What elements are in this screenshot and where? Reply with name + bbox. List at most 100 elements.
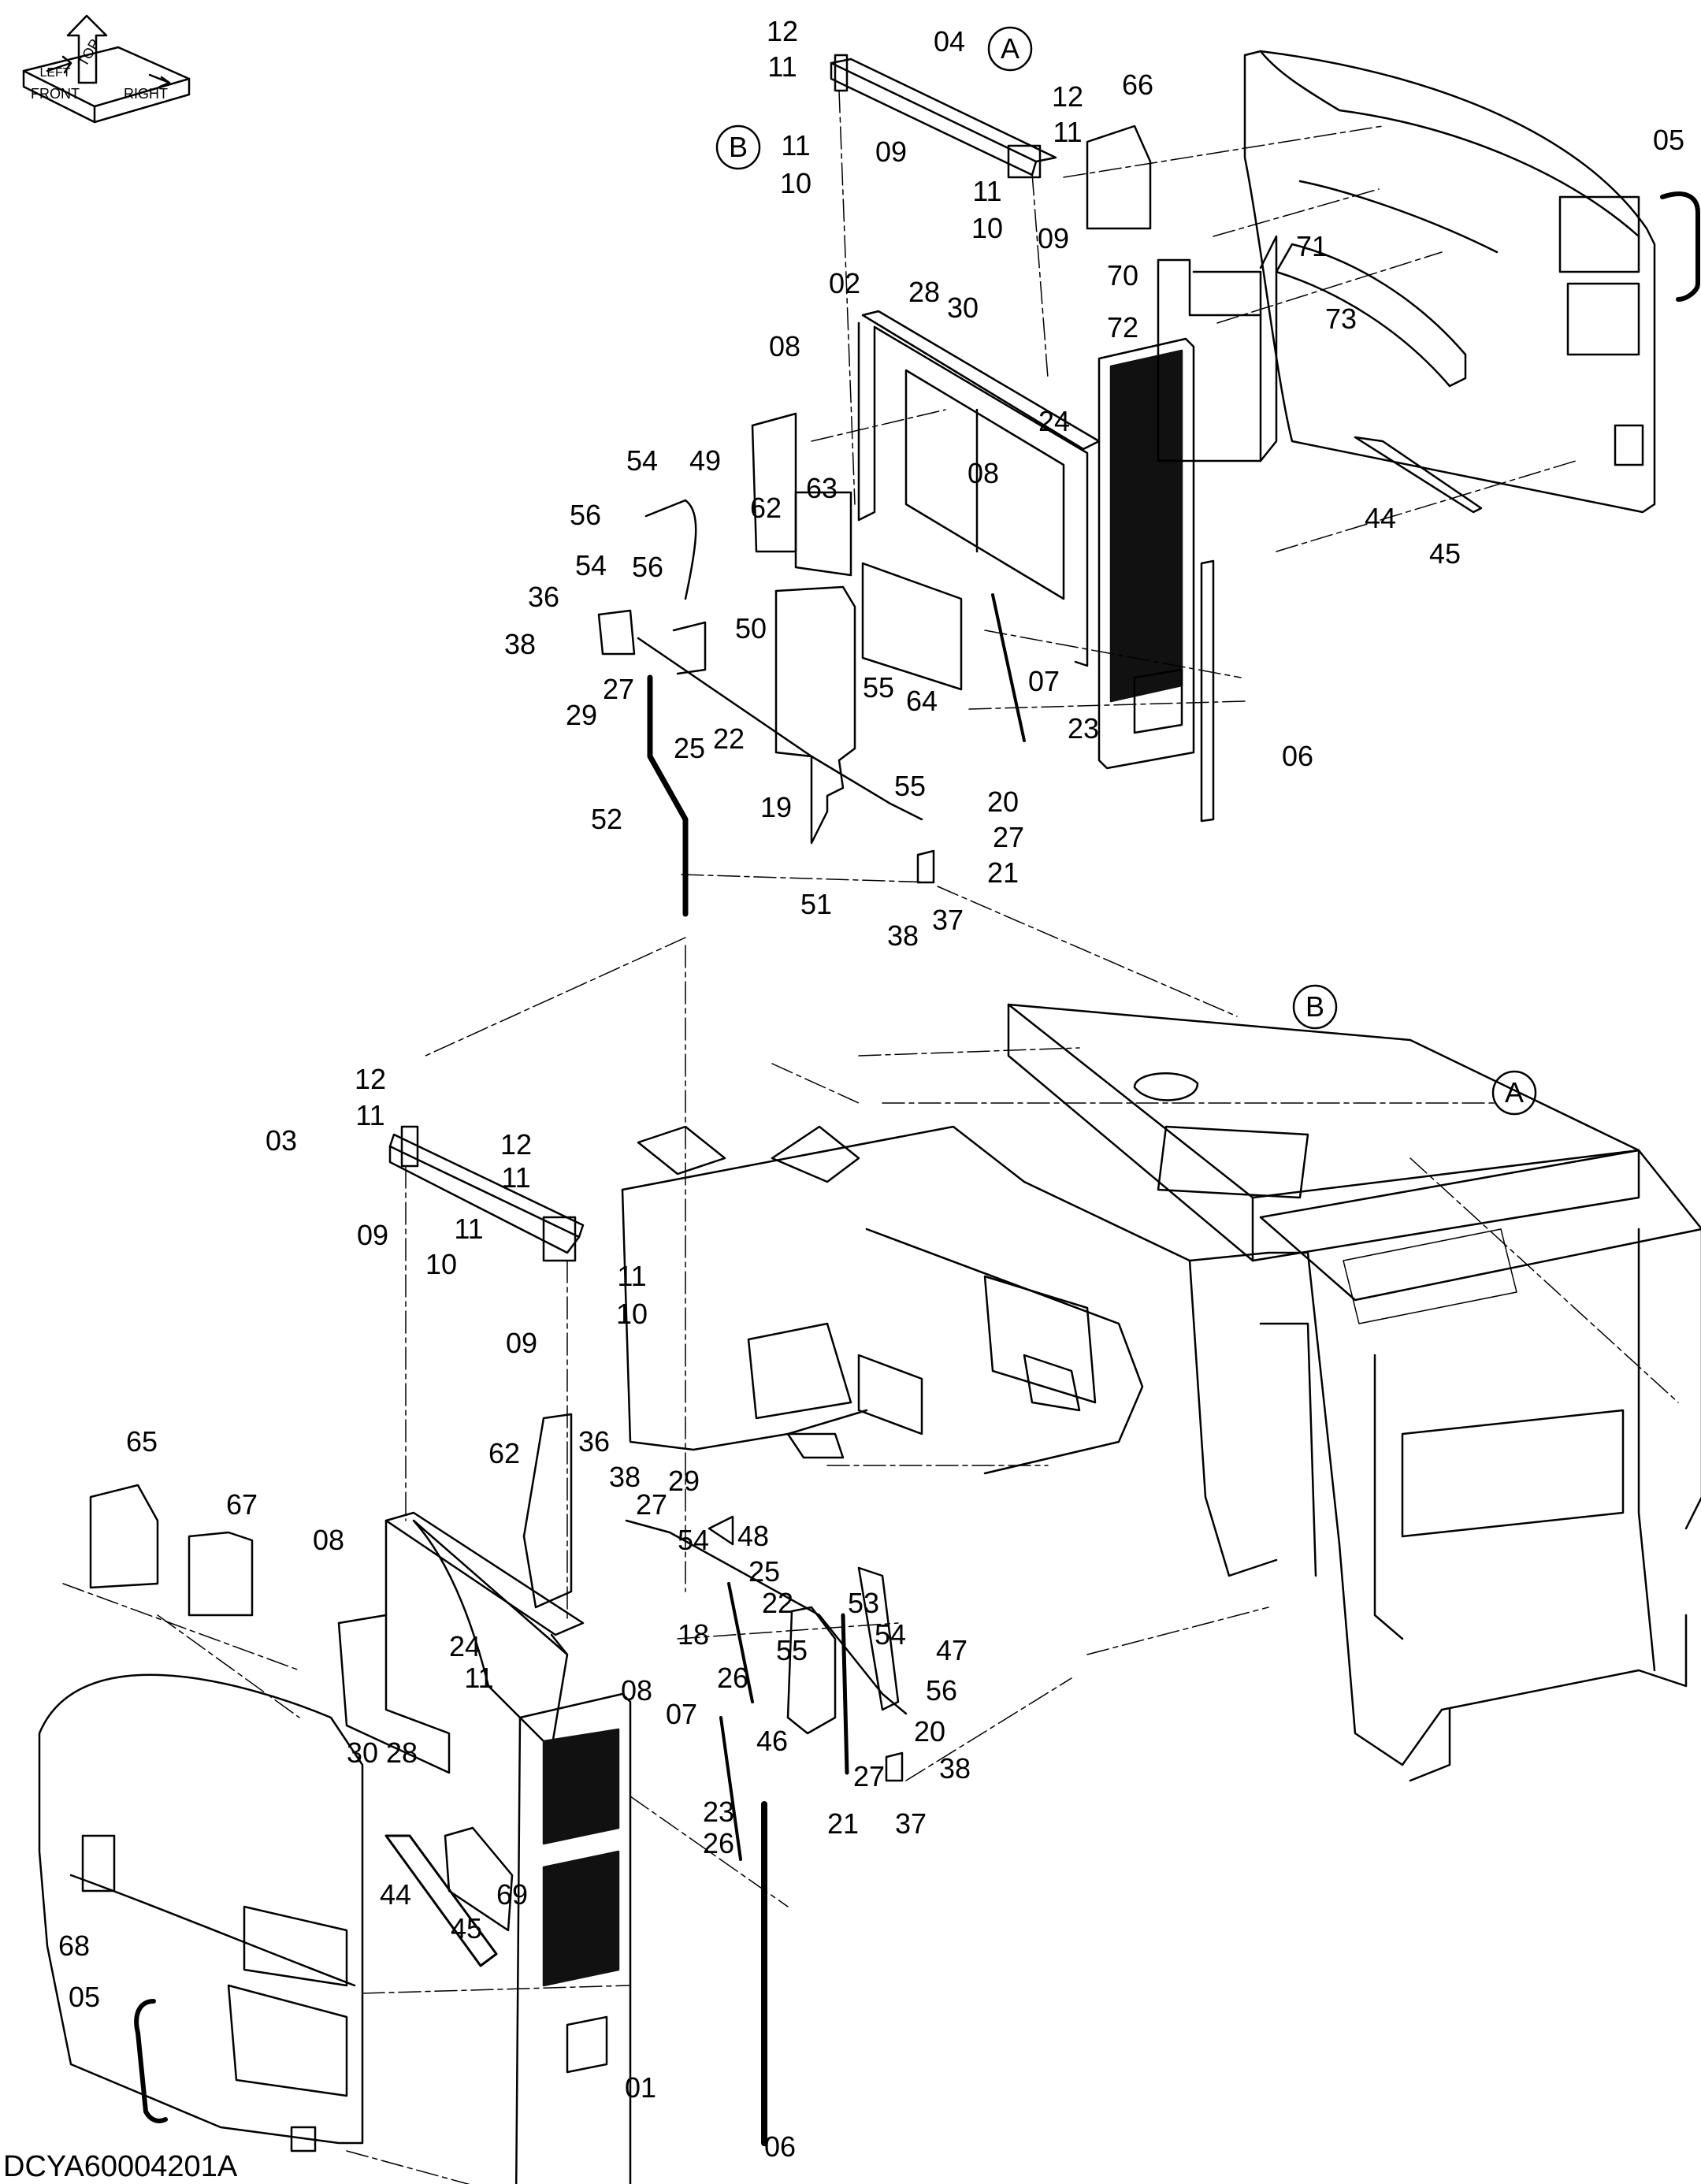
label: 26: [717, 1662, 748, 1694]
label: 50: [735, 612, 767, 644]
label: 06: [1282, 740, 1313, 772]
leaders-upper: [681, 90, 1577, 1592]
label: 18: [678, 1618, 709, 1651]
label: 66: [1122, 69, 1153, 101]
label: 08: [313, 1524, 344, 1556]
label: 07: [666, 1698, 697, 1730]
callout-a-upper: A: [1001, 32, 1019, 65]
label: 12: [767, 15, 798, 47]
label: 22: [762, 1587, 793, 1619]
label: 20: [987, 786, 1019, 818]
label: 27: [993, 821, 1024, 853]
door-lower: [514, 1692, 632, 2184]
label: 24: [449, 1630, 481, 1662]
label: 64: [906, 685, 938, 717]
label: 11: [767, 50, 797, 83]
orientation-left: LEFT: [39, 66, 70, 80]
pads-lower: [81, 1413, 573, 1932]
label: 52: [591, 803, 622, 835]
label: 30: [947, 292, 979, 324]
label: 44: [380, 1878, 411, 1911]
label: 08: [621, 1674, 652, 1707]
label: 01: [625, 2071, 656, 2104]
label: 09: [875, 136, 907, 168]
pads-62-64-upper: [751, 412, 963, 691]
label: 06: [764, 2130, 796, 2163]
label: 11: [464, 1662, 493, 1694]
label: 21: [827, 1807, 859, 1840]
label: 70: [1107, 259, 1138, 292]
label: 48: [737, 1520, 769, 1552]
frame-lower: [337, 1511, 585, 1774]
rod-23-upper: [991, 593, 1026, 742]
label: 03: [266, 1124, 297, 1157]
strip-44-lower: [384, 1834, 498, 1967]
label: 09: [357, 1219, 388, 1251]
rod-52-upper: [647, 674, 689, 917]
label: 36: [578, 1425, 610, 1458]
latch-37-upper: [916, 849, 935, 884]
label: 62: [488, 1437, 520, 1469]
orientation-front: FRONT: [31, 86, 80, 102]
beam-03: [388, 1125, 585, 1262]
label: 54: [678, 1524, 709, 1556]
label: 46: [756, 1725, 788, 1757]
label: 09: [1038, 222, 1069, 254]
door-upper: [1097, 337, 1215, 823]
label: 12: [500, 1128, 532, 1161]
label: 54: [875, 1618, 906, 1651]
label: 63: [806, 472, 838, 504]
label: 38: [887, 919, 919, 952]
label: 25: [674, 732, 705, 764]
label: 10: [616, 1298, 648, 1330]
label: 51: [800, 888, 832, 920]
label: 11: [1053, 116, 1082, 148]
label: 37: [932, 904, 964, 936]
label: 05: [69, 1981, 100, 2013]
callout-b-lower: B: [1305, 990, 1324, 1023]
label: 56: [632, 551, 663, 583]
label: 47: [936, 1634, 967, 1666]
label: 54: [575, 549, 607, 581]
label: 27: [603, 673, 634, 705]
label: 49: [689, 444, 721, 477]
orientation-icon: [22, 14, 191, 124]
label: 11: [972, 175, 1001, 207]
callout-circles: [715, 26, 1537, 1116]
label: 37: [895, 1807, 927, 1840]
label: 55: [894, 770, 926, 802]
label: 45: [1429, 537, 1461, 570]
orientation-labels: TOP FRONT RIGHT LEFT: [31, 36, 168, 102]
label: 25: [748, 1555, 780, 1588]
label: 26: [703, 1827, 734, 1859]
label: 04: [934, 25, 965, 58]
part-labels-upper: 12 11 04 12 11 66 05 11 10 09 11 10 09 7…: [504, 15, 1684, 952]
label: 24: [1038, 405, 1070, 437]
label: 30: [347, 1736, 378, 1769]
handle-05-lower: [134, 1999, 168, 2123]
handle-05-upper: [1660, 191, 1700, 302]
callout-letters: A B B A: [729, 32, 1524, 1109]
label: 54: [626, 444, 658, 477]
chassis: [621, 1003, 1701, 1782]
label: 11: [454, 1213, 483, 1245]
label: 20: [914, 1715, 945, 1748]
label: 23: [703, 1796, 734, 1828]
label: 44: [1365, 502, 1396, 534]
label: 09: [506, 1327, 537, 1359]
label: 08: [769, 330, 800, 362]
label: 53: [848, 1587, 879, 1619]
label: 29: [566, 699, 597, 731]
label: 11: [355, 1099, 384, 1131]
label: 55: [863, 671, 894, 704]
label: 71: [1296, 230, 1328, 262]
label: 29: [668, 1465, 700, 1497]
callout-a-lower: A: [1505, 1076, 1524, 1109]
lever-lower: [625, 1515, 908, 1861]
label: 38: [504, 628, 536, 660]
latch-37-lower: [885, 1751, 904, 1782]
label: 28: [908, 276, 940, 308]
drawing-code: DCYA60004201A: [3, 2150, 238, 2183]
label: 10: [425, 1248, 457, 1280]
label: 11: [781, 129, 810, 162]
